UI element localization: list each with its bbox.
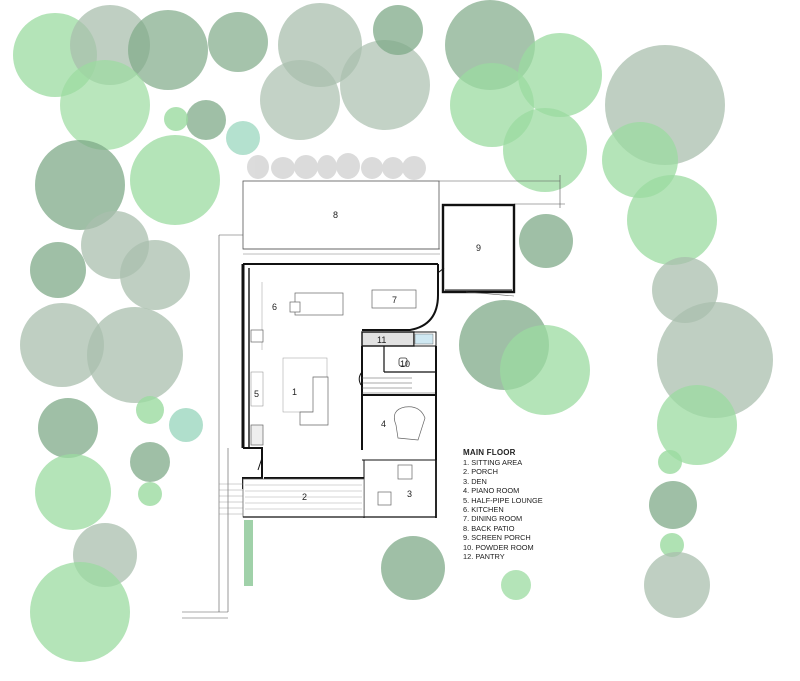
tree-canopy <box>501 570 531 600</box>
tree-canopy <box>518 33 602 117</box>
tree-canopy <box>136 396 164 424</box>
room-number-sitting-area: 1 <box>292 387 297 397</box>
legend-item: 6. KITCHEN <box>463 505 504 515</box>
porch <box>242 478 436 518</box>
armchair <box>397 464 413 480</box>
legend-item: 2. PORCH <box>463 467 498 477</box>
tree-canopy <box>30 562 130 662</box>
room-number-powder-room: 10 <box>400 359 410 369</box>
tree-canopy <box>644 552 710 618</box>
tree-canopy <box>169 408 203 442</box>
kitchen-island <box>294 292 344 316</box>
shrub <box>247 155 269 179</box>
kitchen-sink <box>289 301 301 313</box>
tree-canopy <box>627 175 717 265</box>
room-number-kitchen: 6 <box>272 302 277 312</box>
shrub <box>382 157 404 179</box>
legend-item: 1. SITTING AREA <box>463 458 523 467</box>
tree-canopy <box>657 385 737 465</box>
tree-canopy <box>649 481 697 529</box>
shrub <box>336 153 360 179</box>
tree-canopy <box>226 121 260 155</box>
tree-canopy <box>138 482 162 506</box>
legend-item: 8. BACK PATIO <box>463 523 515 533</box>
tree-canopy <box>658 450 682 474</box>
planter-strip <box>244 520 253 586</box>
shrub <box>271 157 295 179</box>
tree-canopy <box>660 533 684 557</box>
furniture <box>250 282 426 506</box>
tree-canopy <box>503 108 587 192</box>
tree-canopy <box>128 10 208 90</box>
room-number-den: 3 <box>407 489 412 499</box>
tree-canopy <box>186 100 226 140</box>
legend-item: 10. POWDER ROOM <box>463 542 534 552</box>
legend-title: MAIN FLOOR <box>463 448 516 457</box>
door-swing <box>358 371 363 386</box>
legend-item: 3. DEN <box>463 476 487 486</box>
room-number-porch: 2 <box>302 492 307 502</box>
appliance <box>250 329 264 343</box>
legend-list: 1. SITTING AREA 2. PORCH 3. DEN 4. PIANO… <box>463 458 603 561</box>
legend-item: 9. SCREEN PORCH <box>463 533 531 543</box>
tree-canopy <box>130 135 220 225</box>
piano <box>393 406 426 441</box>
tree-canopy <box>130 442 170 482</box>
tree-canopy <box>60 60 150 150</box>
tree-canopy <box>260 60 340 140</box>
legend-item: 7. DINING ROOM <box>463 514 523 524</box>
back-patio <box>218 175 565 448</box>
tree-canopy <box>38 398 98 458</box>
room-legend: MAIN FLOOR 1. SITTING AREA 2. PORCH 3. D… <box>463 448 603 561</box>
room-number-piano-room: 4 <box>381 419 386 429</box>
shrub-row <box>247 153 426 180</box>
sectional-sofa <box>299 376 329 426</box>
tree-canopy <box>20 303 104 387</box>
legend-item: 5. HALF-PIPE LOUNGE <box>463 495 543 505</box>
room-number-pantry: 11 <box>377 335 386 345</box>
tree-canopy <box>87 307 183 403</box>
tree-canopy <box>120 240 190 310</box>
tree-canopy <box>519 214 573 268</box>
tree-canopy <box>35 454 111 530</box>
room-labels: 8 9 6 7 11 10 1 5 4 3 2 <box>254 210 481 502</box>
room-number-half-pipe-lounge: 5 <box>254 389 259 399</box>
tree-canopy <box>35 140 125 230</box>
tree-canopy-group <box>13 0 773 662</box>
door-swing <box>257 457 263 471</box>
tree-canopy <box>373 5 423 55</box>
shrub <box>294 155 318 179</box>
shrub <box>361 157 383 179</box>
room-number-back-patio: 8 <box>333 210 338 220</box>
dining-table <box>371 289 417 309</box>
pantry-shelf <box>250 424 264 446</box>
tree-canopy <box>381 536 445 600</box>
screen-porch <box>433 203 516 297</box>
half-pipe-bench <box>250 371 264 407</box>
room-number-screen-porch: 9 <box>476 243 481 253</box>
legend-item: 12. PANTRY <box>463 552 505 562</box>
tree-canopy <box>164 107 188 131</box>
legend-item: 4. PIANO ROOM <box>463 486 520 496</box>
tree-canopy <box>208 12 268 72</box>
armchair <box>377 491 392 506</box>
room-number-dining-room: 7 <box>392 295 397 305</box>
tree-canopy <box>30 242 86 298</box>
shrub <box>402 156 426 180</box>
tree-canopy <box>340 40 430 130</box>
entry-steps <box>182 448 243 619</box>
shrub <box>317 155 337 179</box>
tree-canopy <box>500 325 590 415</box>
stairs <box>362 377 436 394</box>
tree-canopy <box>445 0 535 90</box>
